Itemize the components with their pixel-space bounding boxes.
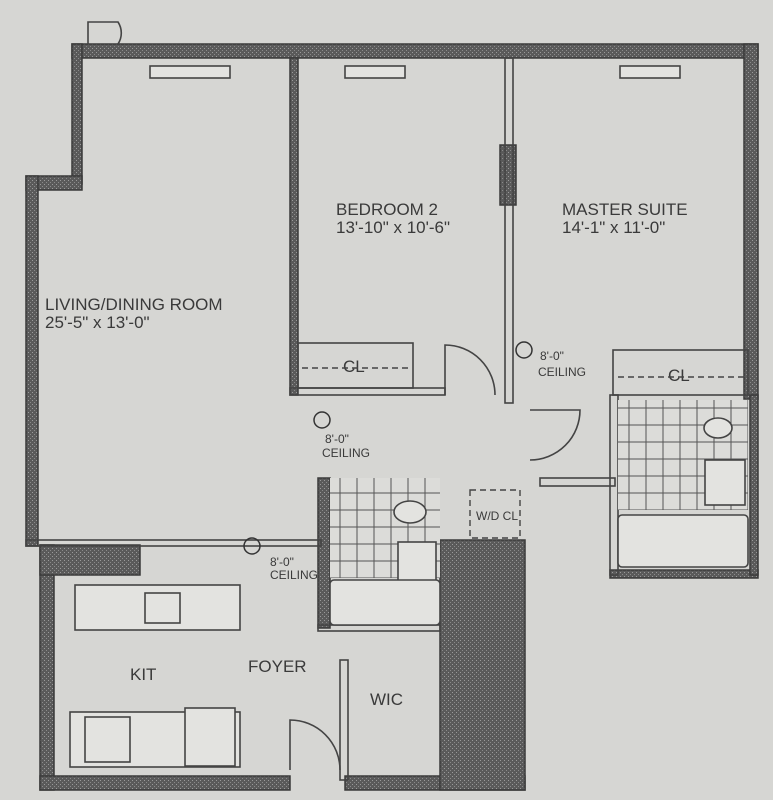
ceiling-marker-icon — [243, 537, 261, 555]
bedroom2-name: BEDROOM 2 — [336, 200, 438, 219]
bathroom-2 — [329, 478, 441, 626]
refrigerator-icon — [184, 707, 236, 767]
bathroom-master — [617, 400, 749, 568]
master-suite-size: 14'-1" x 11'-0" — [562, 218, 665, 237]
bedroom2-size: 13'-10" x 10'-6" — [336, 218, 450, 237]
kitchen-label: KIT — [130, 665, 156, 684]
master-suite-name: MASTER SUITE — [562, 200, 688, 219]
kitchen-sink-icon — [144, 592, 181, 624]
ceiling-height: 8'-0" — [325, 432, 349, 446]
ceiling-marker-icon — [313, 411, 331, 429]
wic-label: WIC — [370, 690, 403, 709]
kitchen-fixtures — [69, 584, 241, 768]
ceiling-height: 8'-0" — [540, 349, 564, 363]
toilet-icon — [393, 500, 427, 524]
bathtub-icon — [329, 579, 441, 626]
ceiling-label: CEILING — [270, 568, 318, 582]
foyer-label: FOYER — [248, 657, 307, 676]
sink-icon — [397, 541, 437, 585]
wd-closet-label: W/D CL — [476, 509, 518, 523]
closet-master-label: CL — [668, 366, 690, 385]
stove-icon — [84, 716, 131, 763]
ceiling-note: 8'-0" CEILING — [313, 411, 370, 460]
toilet-icon — [703, 417, 733, 439]
ceiling-note: 8'-0" CEILING — [243, 537, 318, 582]
living-room-size: 25'-5" x 13'-0" — [45, 313, 150, 332]
exterior-walls — [25, 43, 759, 791]
ceiling-height: 8'-0" — [270, 555, 294, 569]
ceiling-label: CEILING — [538, 365, 586, 379]
wd-closet — [469, 489, 521, 539]
bathtub-icon — [617, 514, 749, 568]
ceiling-marker-icon — [515, 341, 533, 359]
windows — [149, 65, 681, 79]
sink-icon — [704, 459, 746, 506]
doors — [87, 21, 581, 771]
ceiling-label: CEILING — [322, 446, 370, 460]
closet-bedroom2-label: CL — [343, 357, 365, 376]
ceiling-note: 8'-0" CEILING — [515, 341, 586, 379]
living-room-name: LIVING/DINING ROOM — [45, 295, 223, 314]
